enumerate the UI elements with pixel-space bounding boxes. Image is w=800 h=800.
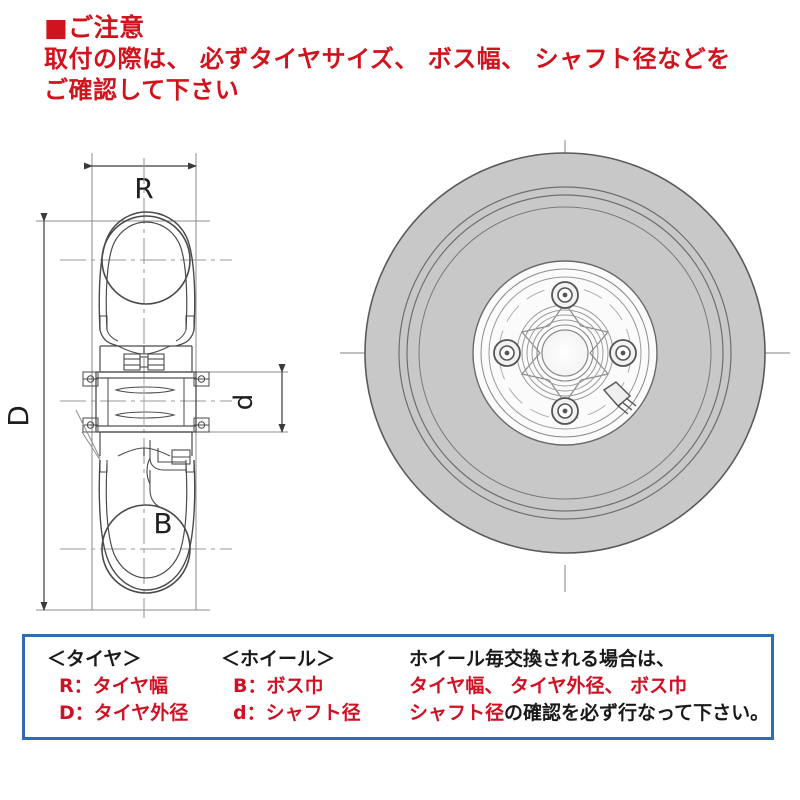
- bearing-symbols: [82, 371, 210, 433]
- hub-body-section: [95, 371, 197, 433]
- legend-note-line-1: ホイール毎交換される場合は、: [409, 648, 676, 670]
- rim-ring-2: [488, 276, 642, 430]
- lower-rim-section: [99, 431, 193, 457]
- bolt-hole: [609, 339, 637, 367]
- legend-row-shaft-diameter: d：シャフト径: [233, 702, 361, 724]
- rim-ring-1: [480, 268, 650, 438]
- lower-tire-section: [98, 459, 196, 594]
- legend-note-line-3: シャフト径の確認を必ず行なって下さい。: [409, 700, 771, 727]
- drawing-svg: R D d B: [2, 140, 790, 618]
- tire-ring-2: [406, 194, 724, 512]
- bolt-hole: [493, 339, 521, 367]
- legend-column-wheel: ＜ホイール＞ B：ボス巾 d：シャフト径: [221, 646, 397, 737]
- legend-row-tire-diameter: D：タイヤ外径: [59, 702, 189, 724]
- dimension-label-D: D: [2, 405, 35, 427]
- dimension-d: d: [229, 364, 286, 433]
- notice-line-2: ご確認して下さい: [44, 76, 240, 104]
- section-centerlines: [60, 158, 232, 618]
- legend-note-line-3-red: シャフト径: [409, 702, 505, 724]
- valve-stem: [146, 440, 191, 509]
- upper-rim-section: [99, 345, 193, 373]
- legend-box: ＜タイヤ＞ R：タイヤ幅 D：タイヤ外径 ＜ホイール＞ B：ボス巾 d：シャフト…: [22, 634, 774, 740]
- notice-line-1: 取付の際は、 必ずタイヤサイズ、 ボス幅、 シャフト径などを: [44, 45, 731, 73]
- legend-column-tire: ＜タイヤ＞ R：タイヤ幅 D：タイヤ外径: [25, 646, 221, 737]
- legend-note-line-3-black: の確認を必ず行なって下さい。: [504, 702, 770, 724]
- legend-header-tire: ＜タイヤ＞: [47, 648, 142, 670]
- dimension-label-d: d: [229, 394, 259, 411]
- dimension-D: D: [2, 213, 48, 611]
- sidewall-guide-line: [75, 409, 101, 461]
- legend-row-boss-width: B：ボス巾: [233, 675, 324, 697]
- dimension-label-R: R: [134, 172, 153, 205]
- valve-stem-front: [602, 381, 637, 415]
- technical-drawing: R D d B: [0, 140, 800, 630]
- bolt-hole: [551, 397, 579, 425]
- tire-ring-1: [398, 186, 732, 520]
- notice-block: ■ご注意 取付の際は、 必ずタイヤサイズ、 ボス幅、 シャフト径などを ご確認し…: [44, 12, 784, 106]
- upper-tire-section: [98, 211, 196, 347]
- center-fastener: [123, 353, 165, 371]
- notice-title: ■ご注意: [44, 13, 145, 42]
- section-extension-lines: [36, 153, 288, 611]
- bolt-holes: [493, 281, 637, 425]
- bolt-hole: [551, 281, 579, 309]
- legend-note-line-2: タイヤ幅、 タイヤ外径、 ボス巾: [409, 675, 688, 697]
- legend-column-note: ホイール毎交換される場合は、 タイヤ幅、 タイヤ外径、 ボス巾 シャフト径の確認…: [397, 646, 771, 737]
- legend-header-wheel: ＜ホイール＞: [221, 648, 336, 670]
- dimension-label-B: B: [153, 507, 172, 540]
- tire-ring-3: [418, 206, 712, 500]
- legend-row-tire-width: R：タイヤ幅: [59, 675, 169, 697]
- section-view: R D d B: [2, 153, 288, 618]
- front-view: [340, 140, 790, 592]
